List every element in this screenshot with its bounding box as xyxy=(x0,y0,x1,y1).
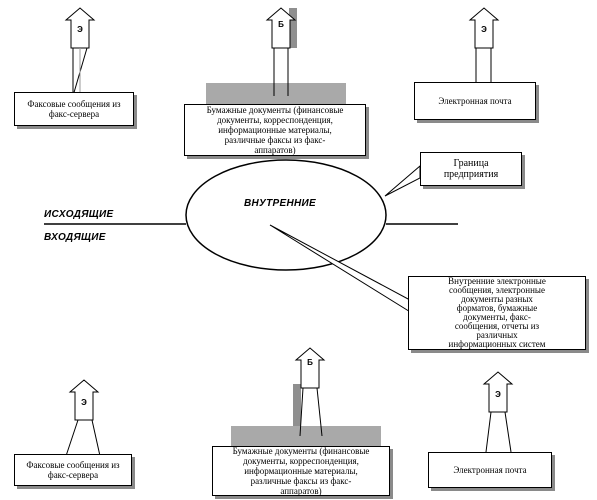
top-fax-letter: Э xyxy=(77,25,83,34)
top-email-letter: Э xyxy=(481,25,487,34)
arrow-bottom-paper xyxy=(293,347,326,437)
arrow-bottom-fax xyxy=(65,379,101,457)
bottom-paper-text: Бумажные документы (финансовые документы… xyxy=(232,446,370,496)
bottom-email-letter: Э xyxy=(495,390,501,399)
incoming-label: ВХОДЯЩИЕ xyxy=(44,232,106,243)
bottom-email-box: Электронная почта xyxy=(428,452,552,488)
enterprise-circle xyxy=(185,159,387,271)
internal-callout-text: Внутренние электронные сообщения, электр… xyxy=(448,276,546,349)
bottom-paper-letter: Б xyxy=(307,358,313,367)
bottom-email-text: Электронная почта xyxy=(453,465,527,475)
boundary-callout-pointer xyxy=(384,164,421,197)
bottom-fax-box: Факсовые сообщения из факс-сервера xyxy=(14,454,132,486)
bottom-fax-letter: Э xyxy=(81,398,87,407)
outgoing-label: ИСХОДЯЩИЕ xyxy=(44,209,114,220)
top-email-text: Электронная почта xyxy=(438,96,512,106)
internal-callout-box: Внутренние электронные сообщения, электр… xyxy=(408,276,586,350)
arrow-top-paper xyxy=(265,7,297,96)
arrow-top-email xyxy=(468,7,500,82)
bottom-fax-text: Факсовые сообщения из факс-сервера xyxy=(26,460,120,480)
top-paper-box: Бумажные документы (финансовые документы… xyxy=(184,104,366,156)
internal-label: ВНУТРЕННИЕ xyxy=(244,198,316,209)
arrow-top-fax xyxy=(64,7,96,97)
top-paper-text: Бумажные документы (финансовые документы… xyxy=(206,105,344,155)
arrow-bottom-email xyxy=(482,371,514,453)
top-fax-text: Факсовые сообщения из факс-сервера xyxy=(27,99,121,119)
top-fax-box: Факсовые сообщения из факс-сервера xyxy=(14,92,134,126)
boundary-callout-text: Граница предприятия xyxy=(443,158,499,180)
boundary-callout-box: Граница предприятия xyxy=(420,152,522,186)
top-email-box: Электронная почта xyxy=(414,82,536,120)
bottom-paper-box: Бумажные документы (финансовые документы… xyxy=(212,446,390,496)
top-paper-letter: Б xyxy=(278,20,284,29)
